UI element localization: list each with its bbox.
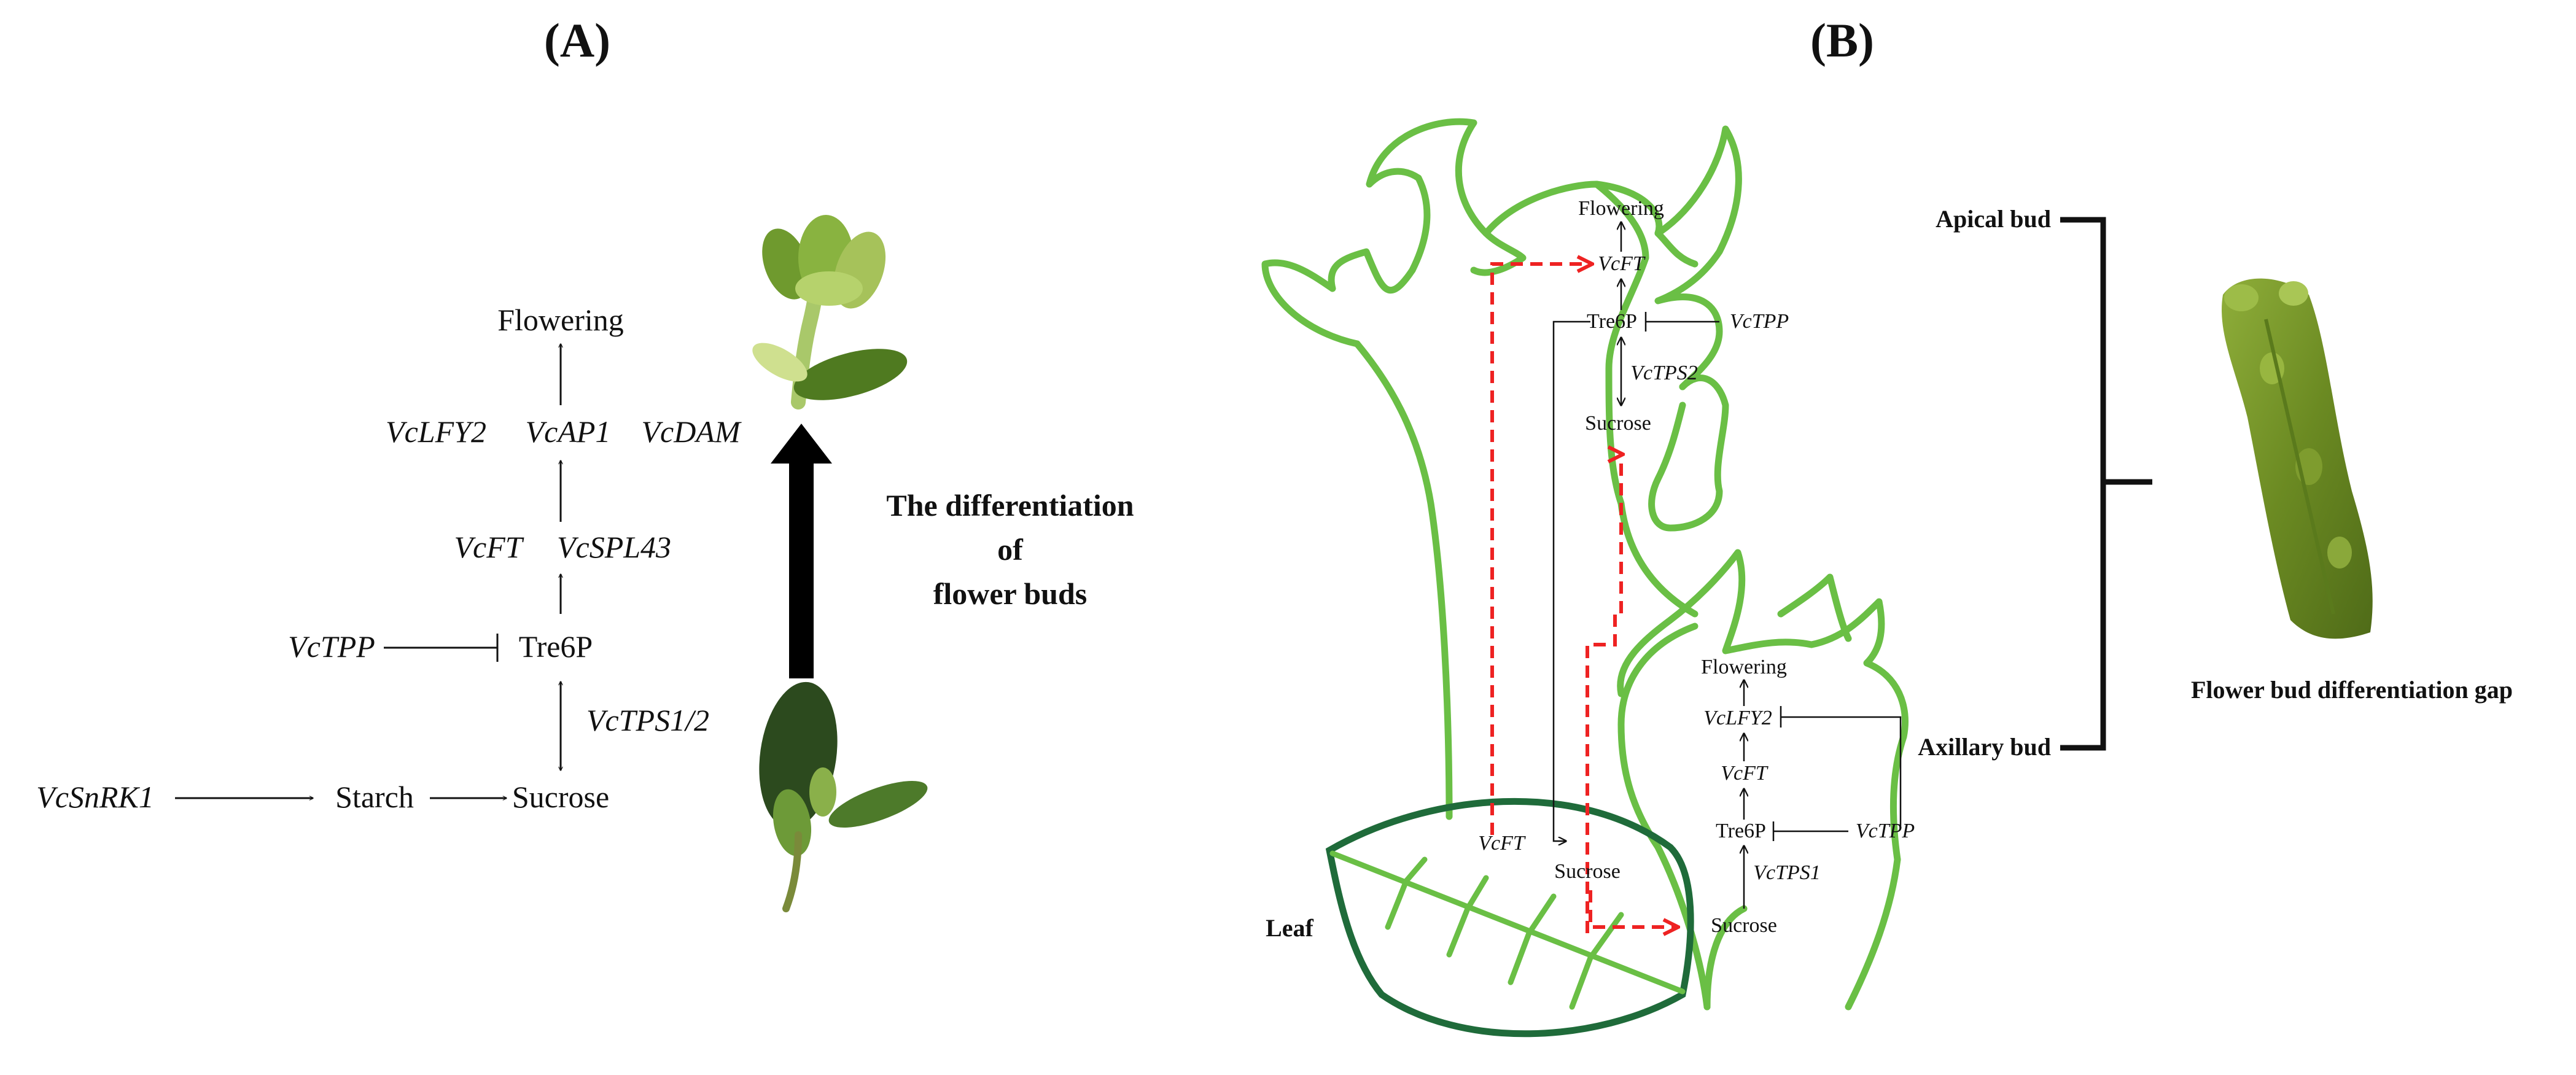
leaf-vcft: VcFT: [1478, 832, 1526, 855]
apical-pathway: Flowering VcFT Tre6P VcTPP VcTPS2 Sucros…: [1552, 197, 1789, 841]
leaf-shape: [1325, 798, 1694, 1038]
plant-stem-left: [1353, 340, 1453, 820]
apical-vctpp: VcTPP: [1730, 310, 1789, 333]
node-flowering: Flowering: [497, 303, 624, 337]
node-vclfy2: VcLFY2: [386, 414, 486, 449]
plant-apical-outline: [1366, 118, 1742, 390]
node-vcdam: VcDAM: [641, 414, 741, 449]
axillary-flowering: Flowering: [1701, 656, 1787, 678]
leaf-vein: [1587, 912, 1624, 961]
differentiation-arrow: [771, 424, 832, 678]
leaf-vein: [1465, 875, 1489, 912]
axillary-vctpp: VcTPP: [1856, 820, 1915, 842]
axillary-vclfy2: VcLFY2: [1703, 707, 1772, 729]
apical-ft-link: [1552, 320, 1590, 841]
axillary-bud-label: Axillary bud: [1918, 733, 2051, 761]
node-tre6p: Tre6P: [519, 629, 593, 664]
differentiation-label-line3: flower buds: [933, 576, 1088, 611]
node-vcft: VcFT: [454, 530, 524, 564]
leaf-vein: [1526, 893, 1557, 936]
node-vctpp: VcTPP: [288, 629, 375, 664]
leaf-vein: [1446, 906, 1471, 958]
axillary-vctps1: VcTPS1: [1753, 861, 1821, 884]
panel-a: (A) Flowering VcLFY2 VcAP1 VcDAM VcFT Vc…: [36, 14, 1134, 912]
gap-label: Flower bud differentiation gap: [2191, 676, 2513, 704]
apical-flowering: Flowering: [1578, 197, 1664, 220]
bracket: [2060, 217, 2106, 751]
apical-bud-label: Apical bud: [1936, 205, 2051, 233]
photo-vegetative-bud: [759, 681, 928, 912]
leaf-vein: [1569, 955, 1593, 1010]
plant-axillary-bud-top: [1617, 549, 1909, 863]
axillary-pathway: Flowering VcLFY2 VcFT Tre6P VcTPP VcTPS1…: [1701, 656, 1915, 937]
apical-vctps2: VcTPS2: [1630, 362, 1698, 384]
transport-to-axillary: [1589, 890, 1676, 927]
plant-outline: [1261, 118, 1909, 1011]
leaf-vein: [1385, 878, 1409, 930]
axillary-vctpp-to-lfy2: [1781, 716, 1902, 826]
plant-left-wing: [1261, 248, 1416, 347]
leaf-sucrose: Sucrose: [1554, 860, 1621, 883]
differentiation-label-line1: The differentiation: [886, 488, 1134, 522]
leaf-midrib: [1329, 850, 1686, 995]
differentiation-label-line2: of: [997, 532, 1024, 567]
leaf-label: Leaf: [1266, 914, 1313, 942]
axillary-vcft: VcFT: [1721, 762, 1769, 785]
panel-a-label: (A): [544, 14, 610, 67]
node-vcspl43: VcSPL43: [557, 530, 671, 564]
apical-sucrose: Sucrose: [1585, 412, 1651, 435]
photo-differentiated-shoot: [752, 215, 908, 409]
transport-to-apical-sucrose: [1586, 454, 1621, 933]
leaf-vein: [1403, 856, 1428, 884]
node-sucrose: Sucrose: [512, 780, 609, 814]
node-starch: Starch: [335, 780, 414, 814]
plant-lower-right-bud: [1617, 623, 1711, 1011]
plant-right-stem: [1845, 856, 1901, 1011]
plant-axillary-right-spike: [1777, 573, 1852, 642]
node-vcap1: VcAP1: [526, 414, 611, 449]
apical-tre6p: Tre6P: [1587, 310, 1637, 333]
leaf-vein: [1508, 930, 1532, 985]
axillary-sucrose: Sucrose: [1711, 914, 1777, 937]
node-vcsnrk1: VcSnRK1: [36, 780, 154, 814]
plant-axillary-inner: [1703, 905, 1748, 1011]
leaf-outline: [1325, 798, 1694, 1038]
plant-apical-inner-left: [1470, 230, 1527, 276]
node-vctps12: VcTPS1/2: [586, 703, 709, 737]
axillary-tre6p: Tre6P: [1716, 820, 1766, 842]
photo-flower-bud-gap: [2222, 278, 2373, 639]
panel-b-label: (B): [1810, 14, 1874, 67]
transport-leaf-to-apical-ft: [1490, 264, 1590, 835]
plant-main-right: [1593, 180, 1699, 618]
plant-apical-right-spike: [1654, 230, 1699, 268]
apical-vcft: VcFT: [1598, 252, 1646, 275]
panel-b: (B): [1261, 14, 2513, 1038]
plant-upper-right-lobe: [1648, 375, 1729, 532]
